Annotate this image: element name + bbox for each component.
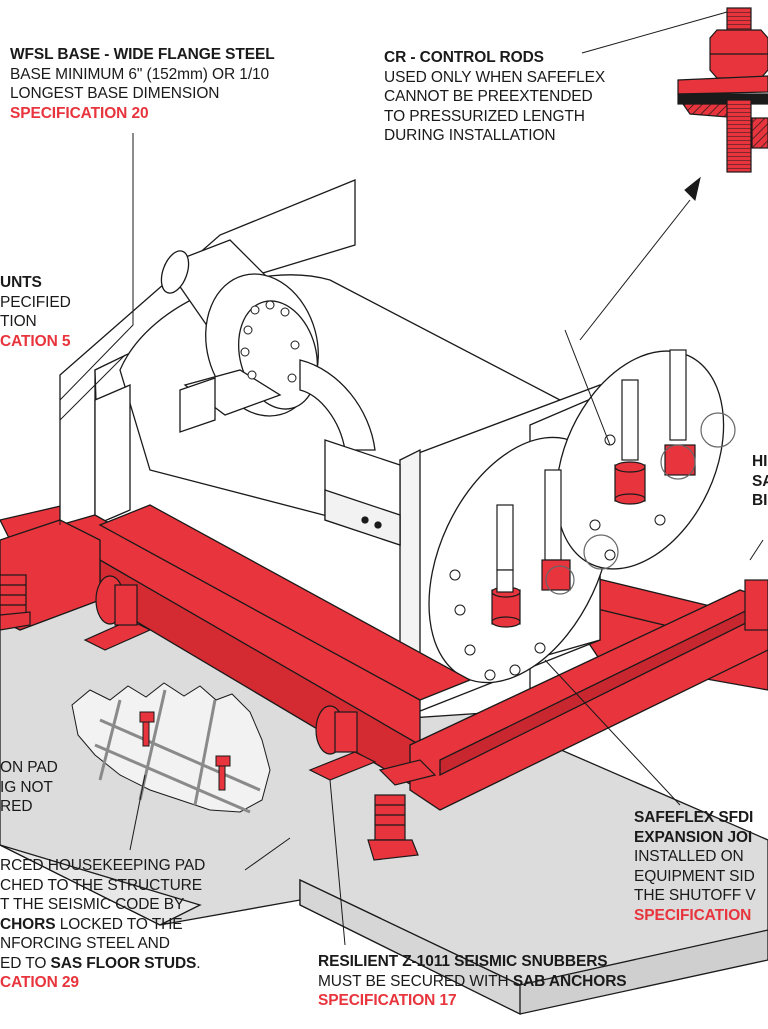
callout-line: NFORCING STEEL AND [0, 935, 170, 952]
callout-line: CHED TO THE STRUCTURE [0, 876, 203, 894]
housekeeping-pad [0, 544, 768, 1016]
spec-reference: SPECIFICATION [634, 906, 752, 924]
callout-line: DURING INSTALLATION [384, 127, 556, 144]
floor-studs-emphasis: SAS FLOOR STUDS [50, 954, 197, 972]
callout-title: WFSL BASE - WIDE FLANGE STEEL [10, 46, 275, 63]
callout-right-edge: HI SA BI [752, 452, 768, 511]
callout-spring-mounts: UNTS PECIFIED TION CATION 5 [0, 273, 71, 351]
callout-line: EQUIPMENT SID [634, 867, 755, 885]
control-panel [324, 439, 401, 546]
callout-line-rest: LOCKED TO THE [55, 915, 183, 933]
callout-line: RCED HOUSEKEEPING PAD [0, 857, 206, 874]
callout-line: IG NOT [0, 778, 53, 796]
callout-line: ED TO SAS FLOOR STUDS. [0, 954, 205, 974]
water-nozzles [491, 349, 736, 628]
callout-control-rods: CR - CONTROL RODS USED ONLY WHEN SAFEFLE… [384, 48, 605, 146]
callout-line: LONGEST BASE DIMENSION [10, 85, 220, 102]
end-flange-bolts [449, 434, 666, 681]
leader-lines [59, 11, 764, 946]
callout-isolation-pad: ON PAD IG NOT RED [0, 758, 58, 817]
control-rod-detail [677, 7, 768, 173]
snubber-center [308, 705, 377, 781]
sab-anchors-emphasis: SAB ANCHORS [512, 972, 627, 990]
spec-reference: CATION 5 [0, 332, 71, 350]
callout-wfsl-base: WFSL BASE - WIDE FLANGE STEEL BASE MINIM… [10, 45, 275, 123]
spring-left [0, 574, 31, 631]
callout-line: RED [0, 798, 33, 815]
callout-safeflex-joint: SAFEFLEX SFDI EXPANSION JOI INSTALLED ON… [634, 808, 756, 925]
callout-title: EXPANSION JOI [634, 828, 753, 846]
callout-line-post: . [196, 954, 201, 972]
nozzle-4 [583, 349, 736, 570]
callout-seismic-snubbers: RESILIENT Z-1011 SEISMIC SNUBBERS MUST B… [318, 952, 627, 1011]
spring-far-right [744, 579, 768, 631]
snubber-left [83, 575, 152, 651]
callout-line: PECIFIED [0, 293, 71, 311]
callout-line: THE SHUTOFF V [634, 887, 756, 904]
callout-line: BASE MINIMUM 6" (152mm) OR 1/10 [10, 65, 270, 83]
callout-title: SAFEFLEX SFDI [634, 809, 754, 826]
volute-flange-bolts [240, 300, 300, 383]
spec-reference: SPECIFICATION 17 [318, 992, 457, 1009]
callout-title: BI [752, 492, 768, 509]
callout-line: ON PAD [0, 759, 58, 776]
callout-title: CR - CONTROL RODS [384, 49, 544, 66]
callout-line: USED ONLY WHEN SAFEFLEX [384, 68, 606, 86]
callout-housekeeping-pad: RCED HOUSEKEEPING PAD CHED TO THE STRUCT… [0, 856, 205, 993]
callout-line: CANNOT BE PREEXTENDED [384, 88, 593, 105]
callout-title: RESILIENT Z-1011 SEISMIC SNUBBERS [318, 953, 608, 970]
callout-line: T THE SEISMIC CODE BY [0, 896, 185, 913]
callout-line: INSTALLED ON [634, 848, 744, 865]
steel-base-near-rails [0, 504, 768, 811]
nozzle-3 [614, 379, 646, 505]
spring-isolators [0, 574, 768, 861]
callout-title: UNTS [0, 274, 42, 291]
callout-title: HI [752, 453, 768, 470]
callout-line: CHORS LOCKED TO THE [0, 915, 205, 935]
nozzle-2 [541, 469, 575, 595]
anchors-emphasis: CHORS [0, 915, 56, 933]
spec-reference: CATION 29 [0, 974, 79, 991]
callout-line: MUST BE SECURED WITH SAB ANCHORS [318, 972, 627, 992]
spring-right [367, 759, 437, 861]
spec-reference: SPECIFICATION 20 [10, 104, 149, 122]
seismic-snubbers [83, 575, 377, 781]
callout-title: SA [752, 472, 768, 490]
nozzle-1 [491, 504, 521, 628]
callout-line: TO PRESSURIZED LENGTH [384, 107, 585, 125]
callout-line-pre: ED TO [0, 954, 51, 972]
callout-line-pre: MUST BE SECURED WITH [318, 972, 513, 990]
callout-line: TION [0, 313, 37, 330]
